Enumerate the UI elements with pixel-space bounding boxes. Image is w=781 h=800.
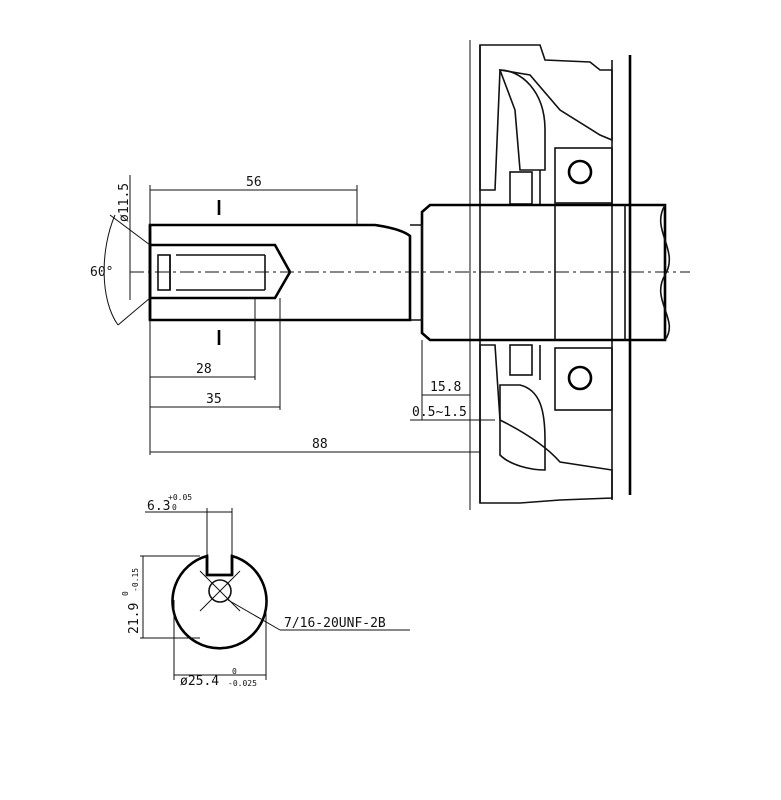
dim-gap: 0.5~1.5 [412, 405, 467, 420]
cross-section-view [140, 508, 410, 680]
dim-key-width: 6.3 [147, 499, 170, 514]
dim-bore-depth-2: 35 [206, 392, 222, 407]
housing-section [469, 40, 632, 510]
dim-dia-tol-upper: 0 [232, 667, 237, 676]
dim-shaft-diameter: ø25.4 [180, 674, 219, 689]
dim-chamfer-angle: 60° [90, 265, 113, 280]
dim-flat-tol-lower: -0.15 [131, 568, 140, 592]
dim-thread-length: 56 [246, 175, 262, 190]
shaft-stub [148, 223, 412, 322]
dim-key-tol-lower: 0 [172, 503, 177, 512]
dim-tip-diameter: ø11.5 [117, 183, 132, 222]
dim-shaft-length: 88 [312, 437, 328, 452]
dimension-lines [103, 175, 495, 455]
dim-shoulder: 15.8 [430, 380, 461, 395]
dim-bore-depth: 28 [196, 362, 212, 377]
dim-dia-tol-lower: -0.025 [228, 679, 257, 688]
dim-flat-tol-upper: 0 [121, 591, 130, 596]
dim-key-tol-upper: +0.05 [168, 493, 192, 502]
dim-flat-height: 21.9 [127, 603, 142, 634]
dim-thread-spec: 7/16-20UNF-2B [284, 616, 386, 631]
